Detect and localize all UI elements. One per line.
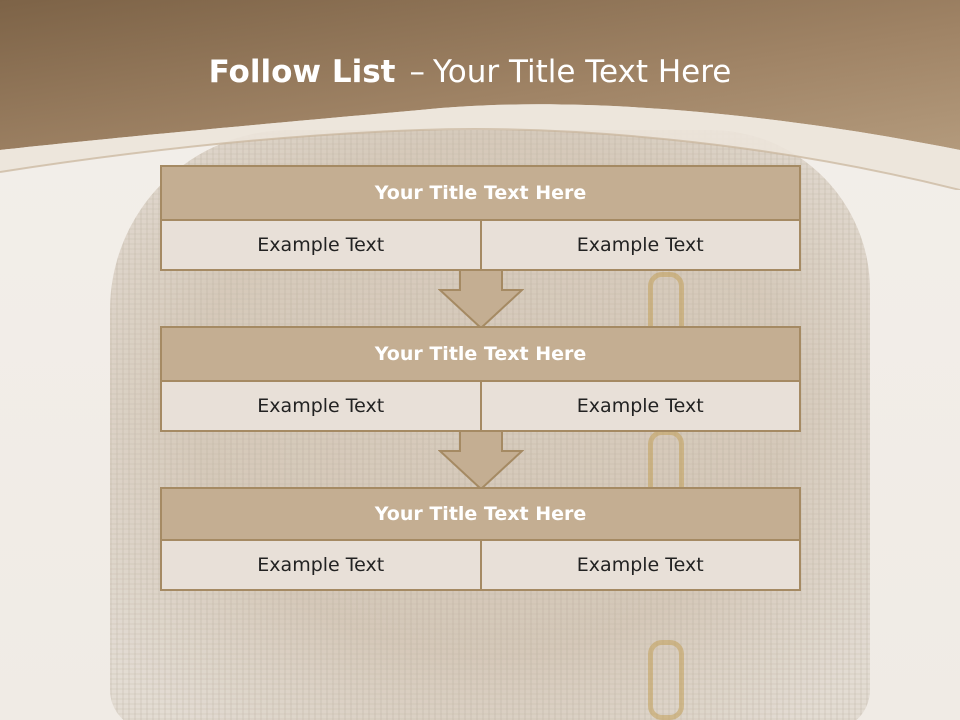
block-row: Example Text Example Text — [160, 541, 801, 591]
title-bold: Follow List — [208, 54, 396, 90]
list-block-2: Your Title Text Here Example Text Exampl… — [160, 326, 801, 432]
slide-title: Follow List–Your Title Text Here — [0, 54, 940, 90]
block-cell-left: Example Text — [160, 541, 482, 591]
down-arrow-icon — [438, 269, 524, 330]
block-cell-right: Example Text — [481, 382, 801, 432]
block-cell-right: Example Text — [481, 221, 801, 271]
block-row: Example Text Example Text — [160, 382, 801, 432]
block-title: Your Title Text Here — [160, 487, 801, 541]
down-arrow-icon — [438, 430, 524, 491]
list-block-3: Your Title Text Here Example Text Exampl… — [160, 487, 801, 591]
block-cell-left: Example Text — [160, 221, 482, 271]
block-title: Your Title Text Here — [160, 165, 801, 221]
slide-header: Follow List–Your Title Text Here — [0, 0, 960, 190]
list-block-1: Your Title Text Here Example Text Exampl… — [160, 165, 801, 271]
header-banner — [0, 0, 960, 190]
title-rest: Your Title Text Here — [432, 54, 732, 90]
block-cell-left: Example Text — [160, 382, 482, 432]
title-separator: – — [409, 54, 425, 90]
block-cell-right: Example Text — [481, 541, 801, 591]
block-row: Example Text Example Text — [160, 221, 801, 271]
block-title: Your Title Text Here — [160, 326, 801, 382]
chain-link — [648, 640, 684, 720]
